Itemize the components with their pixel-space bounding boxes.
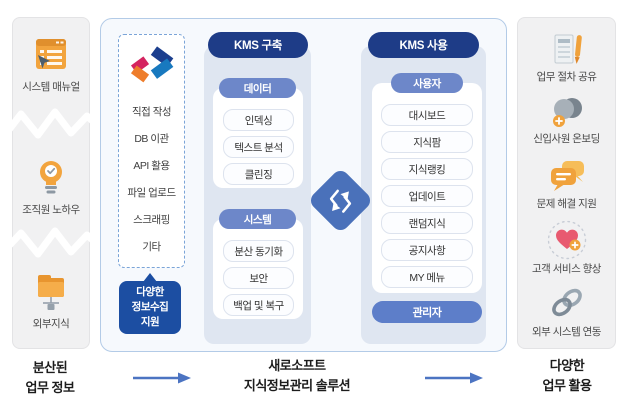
use-item: MY 메뉴 — [381, 266, 473, 288]
use-item: 지식팜 — [381, 131, 473, 153]
collect-method-list: 직접 작성 DB 이관 API 활용 파일 업로드 스크래핑 기타 — [119, 99, 184, 261]
right-item-label: 고객 서비스 향상 — [532, 263, 601, 275]
right-caption: 다양한 업무 활용 — [527, 356, 607, 396]
right-item-label: 신입사원 온보딩 — [533, 133, 600, 145]
external-knowledge-folder-icon — [38, 275, 64, 310]
caption-line: 업무 활용 — [542, 378, 592, 394]
kms-use-header: KMS 사용 — [368, 32, 479, 58]
build-item: 텍스트 분석 — [223, 136, 294, 158]
left-caption: 분산된 업무 정보 — [10, 358, 90, 398]
collect-support-callout: 다양한 정보수집 지원 — [119, 281, 181, 334]
use-item: 랜덤지식 — [381, 212, 473, 234]
right-usage-panel: 업무 절차 공유 신입사원 온보딩 문제 해결 지원 고객 서비스 향상 — [517, 17, 616, 349]
callout-line: 지원 — [140, 316, 160, 329]
left-item-label: 시스템 매뉴얼 — [22, 81, 80, 93]
use-item: 대시보드 — [381, 104, 473, 126]
build-item: 클린징 — [223, 163, 294, 185]
collect-method: 스크래핑 — [133, 214, 170, 226]
right-item-label: 업무 절차 공유 — [536, 71, 597, 83]
left-item-label: 조직원 노하우 — [22, 204, 80, 216]
caption-line: 새로소프트 — [268, 358, 326, 373]
center-caption: 새로소프트 지식정보관리 솔루션 — [212, 356, 382, 396]
data-group-pill: 데이터 — [219, 78, 296, 98]
left-item-label: 외부지식 — [32, 318, 70, 330]
callout-line: 정보수집 — [131, 300, 169, 313]
build-item: 보안 — [223, 267, 294, 289]
tear-zigzag-icon — [4, 227, 98, 258]
knowhow-bulb-icon — [40, 161, 62, 194]
collect-method: 직접 작성 — [131, 106, 172, 118]
build-item: 분산 동기화 — [223, 240, 294, 262]
collect-method: 기타 — [142, 241, 161, 253]
problem-solving-chat-icon — [550, 161, 584, 191]
build-item: 백업 및 복구 — [223, 294, 294, 316]
flow-arrow-left-icon — [133, 372, 191, 384]
caption-line: 지식정보관리 솔루션 — [243, 378, 351, 394]
solution-container: 직접 작성 DB 이관 API 활용 파일 업로드 스크래핑 기타 다양한 정보… — [100, 18, 507, 352]
system-manual-icon — [36, 39, 66, 69]
user-group-pill: 사용자 — [391, 73, 463, 93]
use-item: 업데이트 — [381, 185, 473, 207]
process-share-doc-pen-icon — [554, 34, 582, 64]
build-item: 인덱싱 — [223, 109, 294, 131]
kms-build-header: KMS 구축 — [208, 32, 308, 58]
flow-arrow-right-icon — [425, 372, 483, 384]
collect-method: API 활용 — [133, 160, 170, 172]
left-source-panel: 시스템 매뉴얼 조직원 노하우 외부지식 — [4, 17, 98, 349]
right-item-label: 문제 해결 지원 — [536, 198, 597, 210]
system-group-pill: 시스템 — [219, 209, 296, 229]
admin-pill: 관리자 — [372, 301, 482, 323]
callout-line: 다양한 — [136, 285, 164, 298]
right-item-label: 외부 시스템 연동 — [532, 326, 601, 338]
caption-line: 다양한 — [549, 358, 585, 373]
collect-method: 파일 업로드 — [127, 187, 176, 199]
caption-line: 업무 정보 — [25, 380, 75, 396]
use-item: 지식랭킹 — [381, 158, 473, 180]
collect-methods-box: 직접 작성 DB 이관 API 활용 파일 업로드 스크래핑 기타 — [118, 34, 185, 268]
use-item: 공지사항 — [381, 239, 473, 261]
caption-line: 분산된 — [32, 360, 68, 375]
swap-arrows-icon — [329, 188, 352, 213]
saerosoft-logo — [130, 46, 173, 83]
tear-zigzag-icon — [4, 108, 98, 139]
external-system-link-icon — [551, 288, 582, 317]
exchange-diamond — [307, 167, 374, 234]
collect-method: DB 이관 — [134, 133, 169, 145]
onboarding-people-plus-icon — [552, 98, 582, 127]
customer-service-heart-icon — [547, 220, 586, 260]
